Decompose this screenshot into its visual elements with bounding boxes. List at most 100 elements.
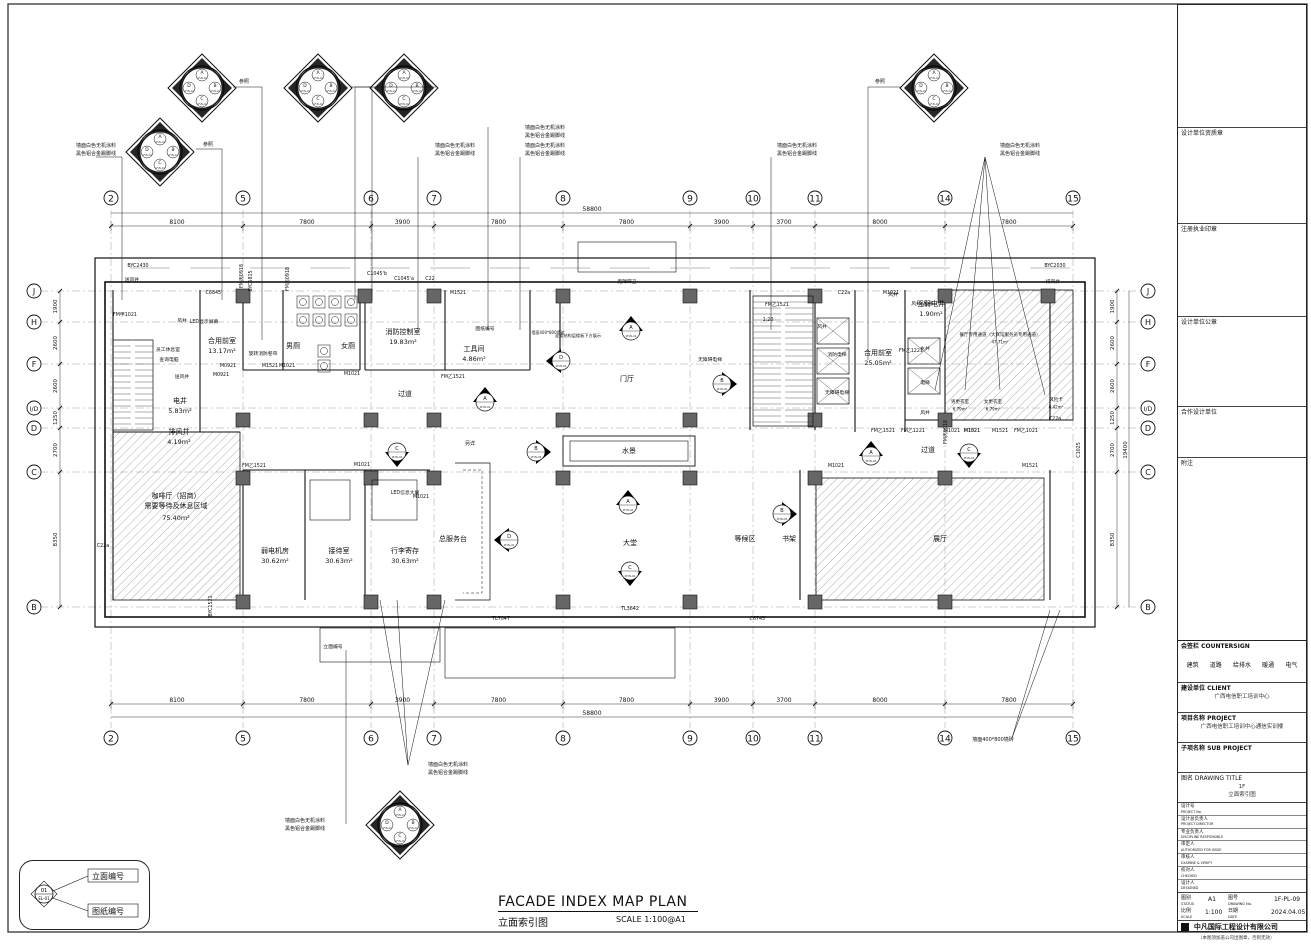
annotation-text: 墙面白色无机涂料 [525, 142, 565, 149]
tb-remarks: 附注 [1178, 457, 1306, 640]
structural-column [363, 594, 379, 610]
grid-bubble-row [1140, 314, 1156, 330]
marker-sheet: 1F-EL-01 [408, 827, 418, 830]
grid-label-col: 14 [939, 195, 951, 205]
plan-tag: 风井 [911, 300, 921, 307]
grid-bubble-col [745, 190, 761, 206]
marker-letter: A [158, 134, 162, 140]
marker-sheet: 1F-EL-01 [392, 455, 403, 459]
grid-label-row: F [32, 360, 37, 369]
annotation-text: 参照 [239, 78, 249, 85]
dimension-text: 3700 [776, 219, 791, 226]
annotation-text: 黑色铝合金踢脚线 [525, 132, 565, 139]
room-area: 1.90m² [919, 310, 943, 318]
room-area: 6.79m² [986, 407, 1001, 412]
plan-tag: C1045'a [394, 276, 414, 282]
plan-tag: C22a [1049, 416, 1061, 422]
marker-letter: A [200, 70, 204, 76]
structural-column [937, 412, 953, 428]
plan-tag: BYC1521 [208, 595, 214, 616]
dimension-text: 8100 [169, 697, 184, 704]
marker-letter: A [316, 70, 320, 76]
grid-bubble-row [1140, 283, 1156, 299]
grid-bubble-col [426, 190, 442, 206]
marker-sheet: 1F-EL-01 [184, 90, 194, 93]
structural-column [363, 470, 379, 486]
marker-sheet: 1F-EL-01 [623, 508, 634, 512]
grid-label-col: 14 [939, 735, 951, 745]
marker-letter: B [945, 83, 948, 89]
plan-tag: FM乙1521 [242, 462, 266, 469]
plan-tag: 立面编号 [323, 643, 342, 650]
grid-bubble-col [363, 190, 379, 206]
plan-tag: TL3642 [620, 606, 639, 612]
structural-column [426, 470, 442, 486]
dimension-total: 58800 [582, 710, 601, 717]
grid-bubble-row [1140, 464, 1156, 480]
room-name: 等候区 [735, 534, 756, 543]
grid-bubble-col [103, 730, 119, 746]
marker-letter: C [158, 160, 161, 166]
dimension-right: 2600 [1110, 336, 1116, 350]
room-name: 女厕 [341, 341, 355, 350]
marker-letter: A [626, 499, 630, 505]
grid-label-col: 10 [747, 195, 759, 205]
grid-bubble-col [937, 190, 953, 206]
marker-letter: D [187, 83, 191, 89]
grid-bubble-col [363, 730, 379, 746]
plan-tag: M1021 [413, 494, 429, 500]
marker-letter: C [398, 833, 401, 839]
grid-label-col: 6 [368, 735, 374, 745]
plan-tag: M1521 [262, 363, 278, 369]
grid-bubble-col [807, 730, 823, 746]
dimension-text: 3900 [714, 219, 729, 226]
dimension-right-total: 19400 [1123, 441, 1129, 459]
room-name: 工具间 [464, 345, 485, 353]
tb-seal-design: 设计单位资质章 [1178, 127, 1306, 223]
dimension-text: 8100 [169, 219, 184, 226]
dimension-text: 7800 [619, 697, 634, 704]
grid-bubble-col [555, 190, 571, 206]
dimension-text: 3900 [395, 697, 410, 704]
plan-tag: BYC5815 [248, 270, 254, 291]
plan-tag: LED显示屏幕 [190, 318, 219, 325]
marker-letter: D [507, 534, 511, 540]
marker-letter: C [967, 447, 971, 453]
room-name: 接待室 [329, 546, 350, 555]
marker-letter: A [483, 396, 487, 402]
structural-column [807, 412, 823, 428]
dimension-text: 8000 [872, 697, 887, 704]
structural-column [235, 594, 251, 610]
grid-bubble-col [682, 190, 698, 206]
grid-bubble-col [426, 730, 442, 746]
marker-sheet: 1F-EL-01 [386, 90, 396, 93]
room-area: 4.19m² [167, 438, 191, 446]
annotation-text: 黑色铝合金踢脚线 [428, 769, 468, 776]
marker-letter: D [559, 355, 563, 361]
room-name: 女更衣室 [984, 398, 1002, 405]
structural-column [426, 412, 442, 428]
annotation-text: 黑色铝合金踢脚线 [525, 150, 565, 157]
grid-label-row: F [1146, 360, 1151, 369]
plan-tag: M1021 [828, 463, 844, 469]
structural-column [426, 288, 442, 304]
grid-bubble-row [26, 314, 42, 330]
plan-tag: 风井 [888, 291, 898, 298]
legend-box: 01 EL-01 立面编号 图纸编号 [19, 860, 150, 930]
dimension-right: 1900 [1110, 299, 1116, 313]
marker-letter: A [398, 807, 402, 813]
room-area: 13.17m² [208, 347, 236, 355]
elevation-index-marker-small: C1F-EL-01 [385, 442, 409, 467]
marker-sheet: 1F-EL-01 [916, 90, 926, 93]
plan-tag: 旋转消防卷帘 [249, 350, 278, 357]
